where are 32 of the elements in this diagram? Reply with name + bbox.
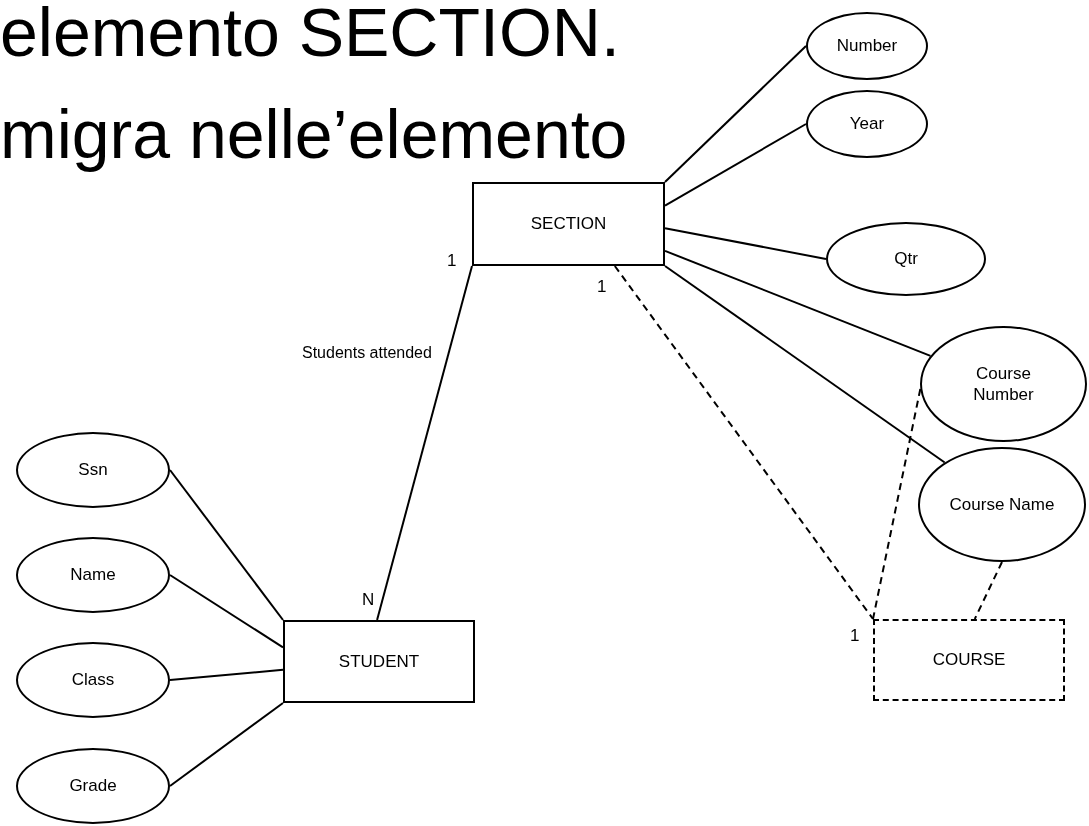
connector-line: [169, 668, 284, 681]
node-label: Course Number: [972, 362, 1035, 406]
cardinality-label: 1: [597, 278, 607, 295]
node-label: Grade: [69, 775, 117, 797]
node-label: Year: [849, 113, 885, 135]
cardinality-label: 1: [447, 252, 457, 269]
connector-line: [664, 123, 807, 207]
node-label: Ssn: [78, 459, 108, 481]
heading-text: elemento SECTION.: [0, 0, 620, 66]
connector-line: [376, 265, 473, 621]
entity-box: [472, 182, 665, 266]
node-label: Number: [836, 35, 898, 57]
connector-line: [169, 574, 284, 649]
dashed-connector-line: [613, 265, 874, 620]
weak-entity-box: [873, 619, 1065, 701]
dashed-connector-line: [872, 388, 922, 620]
connector-line: [169, 469, 284, 621]
entity-box: [283, 620, 475, 703]
connector-line: [664, 265, 946, 464]
node-label: Class: [71, 669, 115, 691]
connector-line: [664, 227, 827, 260]
node-label: STUDENT: [338, 650, 420, 673]
connector-line: [169, 702, 284, 787]
connector-line: [664, 45, 807, 183]
node-label: Name: [70, 564, 116, 586]
cardinality-label: N: [362, 591, 375, 608]
node-label: SECTION: [530, 213, 607, 235]
node-label: COURSE: [932, 649, 1006, 671]
node-label: Course Name: [949, 493, 1055, 516]
cardinality-label: 1: [850, 627, 860, 644]
node-label: Qtr: [894, 248, 918, 270]
dashed-connector-line: [973, 561, 1003, 620]
